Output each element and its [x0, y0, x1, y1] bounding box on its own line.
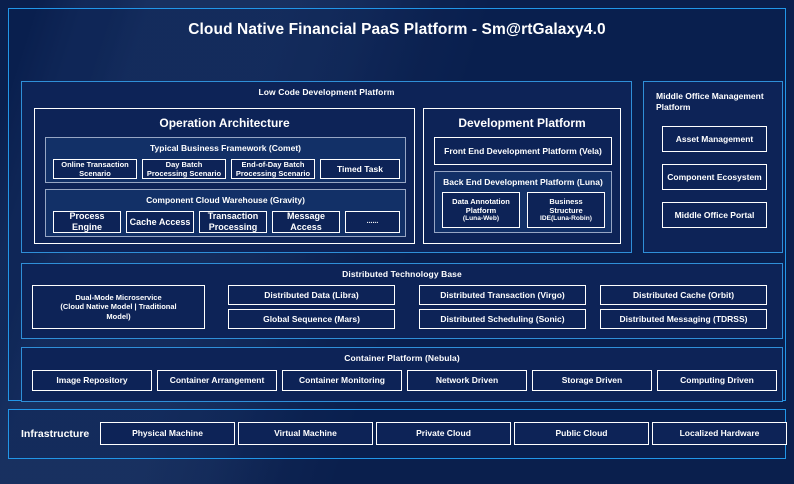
- chip-line-2: (Cloud Native Model | Traditional: [60, 302, 177, 312]
- chip-more-ellipsis[interactable]: ......: [345, 211, 400, 233]
- chip-component-ecosystem[interactable]: Component Ecosystem: [662, 164, 767, 190]
- development-platform-title: Development Platform: [458, 116, 586, 130]
- panel-distributed-technology-base: Distributed Technology Base Dual-Mode Mi…: [21, 263, 783, 339]
- operation-architecture-title: Operation Architecture: [159, 116, 290, 130]
- chip-dual-mode-microservice[interactable]: Dual-Mode Microservice (Cloud Native Mod…: [32, 285, 205, 329]
- chip-global-sequence[interactable]: Global Sequence (Mars): [228, 309, 395, 329]
- middle-office-title: Middle Office Management Platform: [656, 91, 764, 113]
- chip-private-cloud[interactable]: Private Cloud: [376, 422, 511, 445]
- chip-container-arrangement[interactable]: Container Arrangement: [157, 370, 277, 391]
- group-typical-business-framework: Typical Business Framework (Comet) Onlin…: [45, 137, 406, 183]
- chip-asset-management[interactable]: Asset Management: [662, 126, 767, 152]
- infrastructure-label: Infrastructure: [21, 428, 90, 440]
- chip-line-1: Dual-Mode Microservice: [75, 293, 162, 303]
- chip-container-monitoring[interactable]: Container Monitoring: [282, 370, 402, 391]
- diagram-title-bar: Cloud Native Financial PaaS Platform - S…: [9, 9, 785, 51]
- chip-front-end-development-platform[interactable]: Front End Development Platform (Vela): [434, 137, 612, 165]
- chip-line-2: Structure: [549, 205, 583, 215]
- back-end-title: Back End Development Platform (Luna): [443, 177, 603, 187]
- group-component-cloud-warehouse: Component Cloud Warehouse (Gravity) Proc…: [45, 189, 406, 237]
- chip-transaction-processing[interactable]: Transaction Processing: [199, 211, 267, 233]
- chip-message-access[interactable]: Message Access: [272, 211, 340, 233]
- chip-computing-driven[interactable]: Computing Driven: [657, 370, 777, 391]
- chip-line-2: Platform: [465, 205, 497, 215]
- comet-title: Typical Business Framework (Comet): [150, 143, 301, 153]
- chip-distributed-messaging[interactable]: Distributed Messaging (TDRSS): [600, 309, 767, 329]
- chip-timed-task[interactable]: Timed Task: [320, 159, 400, 179]
- chip-online-transaction-scenario[interactable]: Online Transaction Scenario: [53, 159, 137, 179]
- page-title: Cloud Native Financial PaaS Platform - S…: [188, 21, 606, 38]
- panel-development-platform: Development Platform Front End Developme…: [423, 108, 621, 244]
- chip-distributed-transaction[interactable]: Distributed Transaction (Virgo): [419, 285, 586, 305]
- chip-cache-access[interactable]: Cache Access: [126, 211, 194, 233]
- panel-infrastructure: Infrastructure Physical Machine Virtual …: [8, 409, 787, 459]
- chip-line-3: (Luna-Web): [462, 215, 500, 223]
- chip-distributed-cache[interactable]: Distributed Cache (Orbit): [600, 285, 767, 305]
- chip-process-engine[interactable]: Process Engine: [53, 211, 121, 233]
- panel-middle-office-management: Middle Office Management Platform Asset …: [643, 81, 783, 253]
- container-platform-title: Container Platform (Nebula): [344, 353, 460, 363]
- chip-business-structure-ide[interactable]: Business Structure IDE(Luna-Robin): [527, 192, 605, 228]
- chip-line-1: Data Annotation: [452, 196, 510, 206]
- chip-localized-hardware[interactable]: Localized Hardware: [652, 422, 787, 445]
- panel-container-platform: Container Platform (Nebula) Image Reposi…: [21, 347, 783, 402]
- chip-middle-office-portal[interactable]: Middle Office Portal: [662, 202, 767, 228]
- low-code-title: Low Code Development Platform: [258, 87, 395, 97]
- chip-network-driven[interactable]: Network Driven: [407, 370, 527, 391]
- panel-low-code-development-platform: Low Code Development Platform Operation …: [21, 81, 632, 253]
- infrastructure-chip-row: Physical Machine Virtual Machine Private…: [99, 410, 787, 458]
- chip-physical-machine[interactable]: Physical Machine: [100, 422, 235, 445]
- chip-data-annotation-platform[interactable]: Data Annotation Platform (Luna-Web): [442, 192, 520, 228]
- panel-operation-architecture: Operation Architecture Typical Business …: [34, 108, 415, 244]
- chip-line-1: Business: [549, 196, 583, 206]
- chip-end-of-day-batch-processing-scenario[interactable]: End-of-Day Batch Processing Scenario: [231, 159, 315, 179]
- platform-frame: Cloud Native Financial PaaS Platform - S…: [8, 8, 786, 402]
- chip-line-3: IDE(Luna-Robin): [539, 215, 592, 223]
- group-back-end-development-platform: Back End Development Platform (Luna) Dat…: [434, 171, 612, 233]
- chip-day-batch-processing-scenario[interactable]: Day Batch Processing Scenario: [142, 159, 226, 179]
- chip-distributed-scheduling[interactable]: Distributed Scheduling (Sonic): [419, 309, 586, 329]
- chip-storage-driven[interactable]: Storage Driven: [532, 370, 652, 391]
- chip-public-cloud[interactable]: Public Cloud: [514, 422, 649, 445]
- gravity-title: Component Cloud Warehouse (Gravity): [146, 195, 305, 205]
- chip-image-repository[interactable]: Image Repository: [32, 370, 152, 391]
- chip-virtual-machine[interactable]: Virtual Machine: [238, 422, 373, 445]
- distributed-technology-base-title: Distributed Technology Base: [342, 269, 462, 279]
- chip-distributed-data[interactable]: Distributed Data (Libra): [228, 285, 395, 305]
- chip-line-3: Model): [106, 311, 131, 321]
